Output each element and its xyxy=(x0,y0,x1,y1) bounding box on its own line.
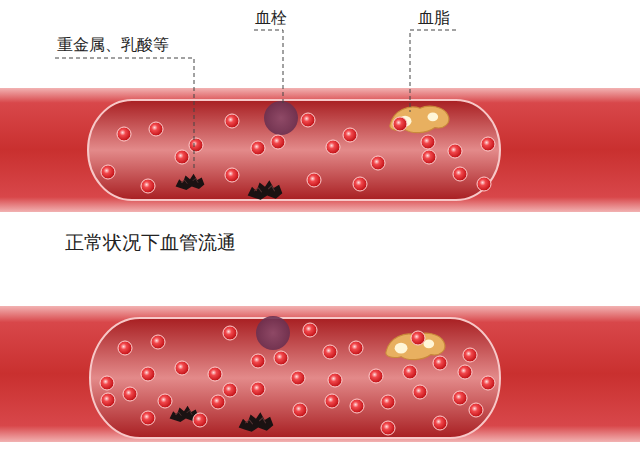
caption-text: 正常状况下血管流通 xyxy=(65,232,236,254)
callout-label: 血脂 xyxy=(418,9,450,27)
callout-label: 重金属、乳酸等 xyxy=(57,36,169,54)
callout-label: 血栓 xyxy=(255,9,287,27)
